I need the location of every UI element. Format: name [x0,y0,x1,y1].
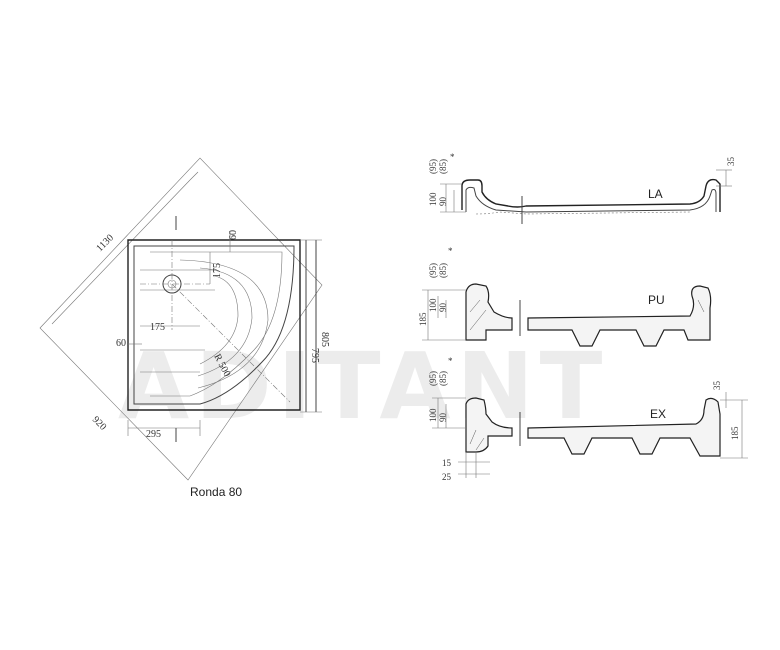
la-dim-100: 100 [428,192,438,206]
dim-175-vertical: 175 [212,263,223,278]
section-pu: (95) (85) * 185 100 90 PU [418,246,712,347]
dim-795: 795 [309,348,320,363]
la-dim-85: (85) [438,159,448,174]
plan-title: Ronda 80 [190,485,242,499]
ex-dim-95: (95) [428,371,438,386]
la-dim-95: (95) [428,159,438,174]
dim-920: 920 [90,414,108,432]
ex-star: * [448,356,453,366]
dim-60-left: 60 [116,338,126,349]
pu-dim-185: 185 [418,312,428,326]
ex-dim-15: 15 [442,458,452,468]
dim-805: 805 [319,332,330,347]
section-ex: (95) (85) * 100 90 15 25 35 185 EX [428,356,748,482]
la-dim-90: 90 [438,197,448,207]
ex-dim-100: 100 [428,408,438,422]
dim-175-horizontal: 175 [150,322,165,333]
dim-60-top: 60 [228,230,239,240]
ex-dim-25: 25 [442,472,452,482]
ex-label: EX [650,407,666,421]
la-star: * [450,152,455,162]
pu-star: * [448,246,453,256]
pu-label: PU [648,293,665,307]
pu-dim-100: 100 [428,298,438,312]
ex-dim-35: 35 [712,381,722,391]
la-dim-35: 35 [726,157,736,167]
ex-dim-85: (85) [438,371,448,386]
pu-dim-95: (95) [428,263,438,278]
la-label: LA [648,187,663,201]
watermark: ADITANT [118,333,608,440]
pu-dim-85: (85) [438,263,448,278]
ex-dim-185: 185 [730,426,740,440]
ex-dim-90: 90 [438,413,448,423]
plan-view: 1130 920 60 175 175 60 R 500 295 795 805… [39,157,330,499]
pu-dim-90: 90 [438,303,448,313]
dim-295: 295 [146,429,161,440]
section-la: (95) (85) * 100 90 35 LA [428,152,736,224]
